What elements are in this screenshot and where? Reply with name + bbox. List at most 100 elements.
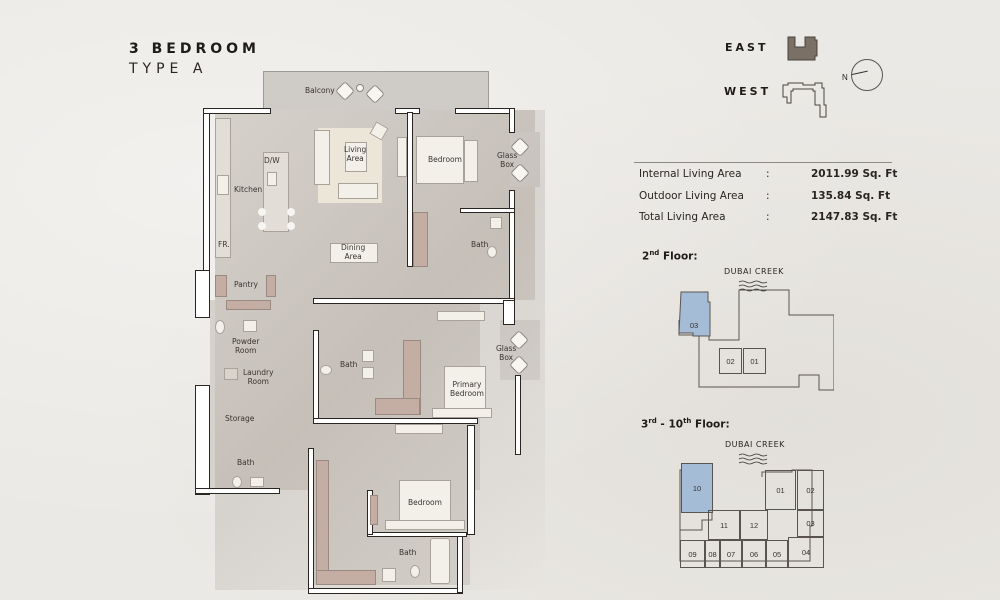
sofa — [314, 130, 330, 185]
closet — [266, 275, 276, 297]
closet — [370, 495, 378, 525]
area-label: Total Living Area — [639, 211, 726, 223]
sofa — [338, 183, 378, 199]
stool — [258, 222, 266, 230]
stool — [287, 208, 295, 216]
cooktop-icon — [217, 175, 229, 195]
wall — [457, 535, 463, 593]
room-label-dw: D/W — [264, 156, 280, 165]
toilet-icon — [320, 365, 332, 375]
room-label-bath-3: Bath — [399, 548, 417, 557]
wall — [195, 385, 210, 495]
floor-2-key-plan — [678, 289, 834, 391]
wall — [203, 108, 210, 273]
room-label-powder: Powder Room — [232, 337, 260, 355]
floor-3-10-title: 3rd - 10th Floor: — [641, 417, 730, 431]
wall — [313, 298, 515, 304]
room-label-bath-1: Bath — [471, 240, 489, 249]
unit-09: 09 — [680, 540, 705, 568]
unit-03-selected: 03 — [689, 320, 699, 330]
floor-3-10-key-plan — [679, 469, 813, 562]
room-label-glass-box-2: Glass Box — [496, 344, 517, 362]
stool — [287, 222, 295, 230]
unit-11: 11 — [708, 510, 740, 540]
floor-2-title: 2nd Floor: — [642, 249, 698, 263]
area-label: Internal Living Area — [639, 168, 742, 180]
bed — [416, 136, 464, 184]
unit-03: 03 — [797, 510, 824, 537]
bathtub-icon — [430, 538, 450, 584]
area-separator: : — [766, 168, 770, 180]
wall — [509, 190, 515, 300]
compass-north-label: N — [842, 73, 848, 82]
west-label: WEST — [724, 85, 772, 98]
room-label-bedroom-3: Bedroom — [408, 498, 442, 507]
plan-subtitle: TYPE A — [129, 61, 208, 77]
sink-icon — [243, 320, 257, 332]
room-label-primary-bedroom: Primary Bedroom — [450, 380, 484, 398]
unit-12: 12 — [740, 510, 768, 540]
closet — [215, 275, 227, 297]
balcony-table — [356, 84, 364, 92]
dining-table — [330, 243, 378, 263]
closet — [226, 300, 271, 310]
wall — [460, 208, 515, 213]
sink-icon — [267, 172, 277, 186]
room-label-laundry: Laundry Room — [243, 368, 274, 386]
wall — [203, 108, 271, 114]
wall — [509, 108, 515, 133]
wall — [313, 330, 319, 420]
area-label: Outdoor Living Area — [639, 190, 744, 202]
area-separator: : — [766, 190, 770, 202]
room-label-bedroom-1: Bedroom — [428, 155, 462, 164]
stool — [258, 208, 266, 216]
floor-3-10-creek-label: DUBAI CREEK — [725, 440, 785, 449]
toilet-icon — [215, 320, 225, 334]
area-value: 135.84 Sq. Ft — [811, 190, 891, 202]
building-key-plan-icon — [782, 36, 827, 118]
wall — [407, 112, 413, 267]
tv-unit — [395, 424, 443, 434]
wall — [308, 588, 463, 594]
tv-unit — [437, 311, 485, 321]
unit-06: 06 — [742, 540, 766, 568]
room-label-bath-storage: Bath — [237, 458, 255, 467]
area-separator: : — [766, 211, 770, 223]
room-label-bath-primary: Bath — [340, 360, 358, 369]
unit-01: 01 — [743, 348, 766, 374]
bench — [432, 408, 492, 418]
unit-01: 01 — [765, 470, 796, 510]
kitchen-island — [263, 152, 289, 232]
wall — [503, 300, 515, 325]
laundry-unit — [224, 368, 238, 380]
sink-icon — [362, 367, 374, 379]
sink-icon — [490, 217, 502, 229]
bench — [464, 140, 478, 182]
room-label-kitchen: Kitchen — [234, 185, 263, 194]
tv-unit — [397, 137, 407, 177]
compass-icon — [851, 59, 883, 91]
unit-02: 02 — [797, 470, 824, 510]
water-waves-icon — [738, 453, 768, 465]
bench — [385, 520, 465, 530]
closet — [316, 460, 329, 585]
toilet-icon — [487, 246, 497, 258]
wall — [455, 108, 515, 114]
sink-icon — [250, 477, 264, 487]
area-table-divider — [634, 162, 892, 163]
plan-title: 3 BEDROOM — [129, 41, 260, 57]
closet — [413, 212, 428, 267]
closet — [375, 398, 420, 415]
room-label-glass-box-1: Glass Box — [497, 151, 518, 169]
area-value: 2147.83 Sq. Ft — [811, 211, 898, 223]
toilet-icon — [410, 565, 420, 578]
wall — [313, 418, 478, 424]
unit-05: 05 — [766, 540, 788, 568]
room-label-living: Living Area — [344, 145, 367, 163]
wall — [467, 425, 475, 535]
wall — [367, 532, 467, 537]
unit-08: 08 — [705, 540, 720, 568]
east-label: EAST — [725, 41, 769, 54]
closet — [316, 570, 376, 585]
unit-04: 04 — [788, 537, 824, 568]
